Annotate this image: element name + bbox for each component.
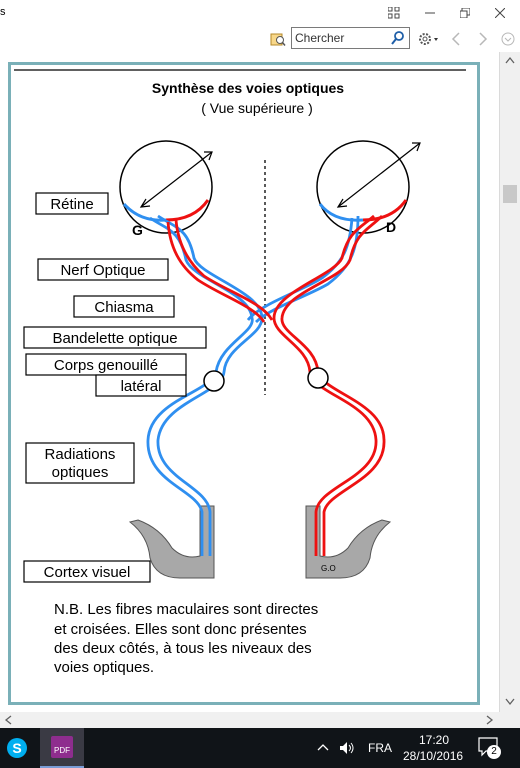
svg-text:Radiations: Radiations: [45, 446, 116, 463]
title-bar: s: [0, 0, 520, 26]
find-in-page-icon[interactable]: [268, 29, 288, 49]
svg-text:Corps genouillé: Corps genouillé: [54, 357, 158, 374]
go-label: G.O: [321, 564, 336, 573]
note-line-2: et croisées. Elles sont donc présentes: [54, 621, 307, 638]
skype-icon: S: [7, 738, 27, 758]
eye-left-label: G: [132, 222, 143, 238]
optic-pathways-figure: Synthèse des voies optiques ( Vue supéri…: [14, 69, 466, 676]
svg-text:S: S: [12, 740, 21, 756]
taskbar: S PDF FRA 17:20 28/10/2016 2: [0, 728, 520, 768]
label-radiations-optiques: Radiations optiques: [25, 442, 135, 484]
label-cortex-visuel: Cortex visuel: [23, 560, 151, 583]
label-corps-genouille: Corps genouillé latéral: [25, 353, 187, 397]
svg-text:Rétine: Rétine: [50, 196, 93, 213]
label-nerf-optique: Nerf Optique: [37, 258, 169, 281]
volume-icon[interactable]: [339, 741, 355, 755]
language-indicator[interactable]: FRA: [368, 741, 392, 755]
svg-text:Cortex visuel: Cortex visuel: [44, 564, 131, 581]
search-input[interactable]: [292, 28, 388, 48]
clock-date[interactable]: 28/10/2016: [403, 749, 464, 763]
close-button[interactable]: [485, 2, 515, 24]
red-pathway: [166, 214, 386, 556]
figure-subtitle: ( Vue supérieure ): [201, 100, 313, 116]
svg-text:optiques: optiques: [52, 464, 109, 481]
settings-icon[interactable]: [416, 29, 442, 49]
svg-text:latéral: latéral: [121, 378, 162, 395]
note-line-3: des deux côtés, à tous les niveaux des: [54, 640, 312, 657]
left-visual-cortex: [128, 505, 215, 579]
right-eye-arrow: [336, 142, 421, 208]
show-hidden-icons-icon[interactable]: [317, 743, 329, 751]
scroll-down-icon[interactable]: [505, 698, 515, 706]
down-icon[interactable]: [498, 29, 518, 49]
vertical-scroll-thumb[interactable]: [503, 185, 517, 203]
svg-text:PDF: PDF: [54, 746, 70, 755]
left-retina-temporal: [122, 202, 167, 222]
skype-taskbar-button[interactable]: S: [0, 728, 34, 768]
back-icon[interactable]: [446, 29, 466, 49]
label-retine: Rétine: [35, 192, 109, 215]
forward-icon[interactable]: [473, 29, 493, 49]
left-eye-arrow: [139, 151, 213, 208]
note-line-1: N.B. Les fibres maculaires sont directes: [54, 601, 318, 618]
label-bandelette-optique: Bandelette optique: [23, 326, 207, 349]
scroll-right-icon[interactable]: [486, 715, 494, 725]
note-line-4: voies optiques.: [54, 659, 154, 676]
eye-right-label: D: [386, 219, 396, 235]
pdf-app-icon: PDF: [51, 736, 73, 758]
label-chiasma: Chiasma: [73, 295, 175, 318]
svg-text:Bandelette optique: Bandelette optique: [52, 330, 177, 347]
restore-button[interactable]: [450, 2, 480, 24]
horizontal-scrollbar[interactable]: [0, 712, 520, 728]
window-title: s: [0, 6, 6, 18]
snap-icon[interactable]: [379, 2, 409, 24]
vertical-scrollbar[interactable]: [499, 52, 520, 712]
figure-title: Synthèse des voies optiques: [152, 80, 344, 96]
clock-time[interactable]: 17:20: [419, 733, 450, 747]
notification-count-badge: 2: [487, 745, 501, 759]
action-center-icon: [478, 737, 498, 757]
scroll-left-icon[interactable]: [4, 715, 12, 725]
pdf-taskbar-button[interactable]: PDF: [40, 728, 84, 768]
scroll-up-icon[interactable]: [505, 56, 515, 64]
right-visual-cortex: [305, 505, 392, 579]
toolbar: [0, 26, 520, 52]
notifications-button[interactable]: 2: [478, 737, 502, 759]
right-lateral-geniculate: [307, 367, 329, 389]
left-lateral-geniculate: [203, 370, 225, 392]
svg-text:Chiasma: Chiasma: [94, 299, 154, 316]
minimize-button[interactable]: [415, 2, 445, 24]
search-field[interactable]: [291, 27, 410, 49]
svg-text:Nerf Optique: Nerf Optique: [60, 262, 145, 279]
left-retina-nasal: [165, 199, 210, 222]
search-icon[interactable]: [390, 30, 406, 51]
